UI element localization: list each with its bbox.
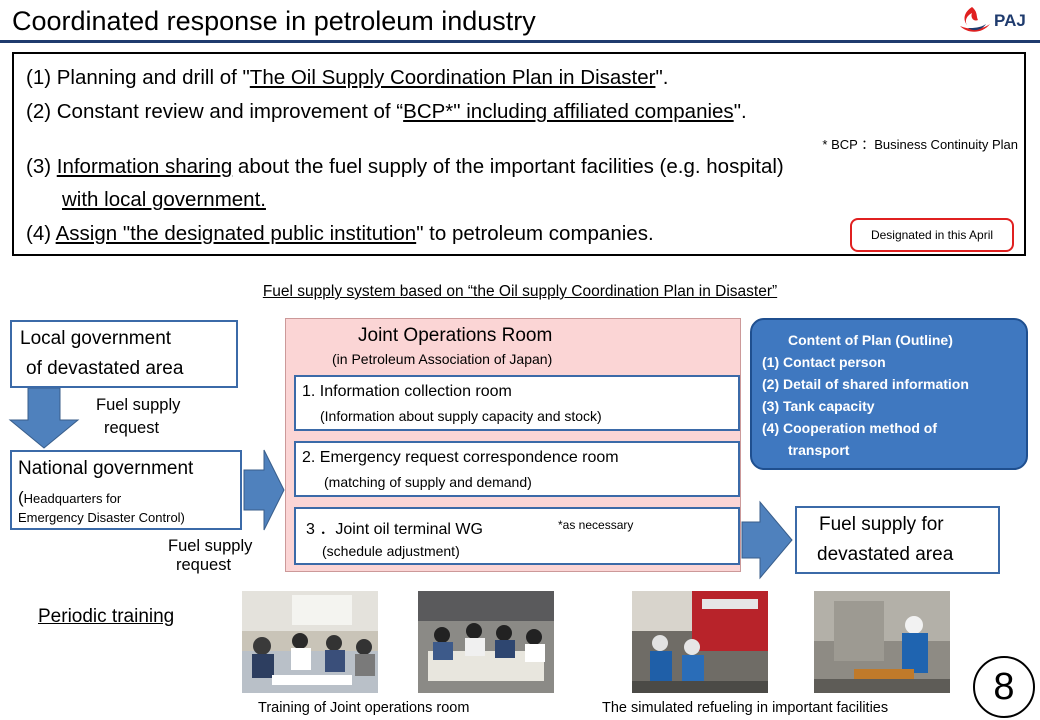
training-photo-1 bbox=[242, 591, 378, 693]
room1-sub: (Information about supply capacity and s… bbox=[320, 408, 602, 424]
room-emergency-request: 2. Emergency request correspondence room… bbox=[294, 441, 740, 497]
caption-training: Training of Joint operations room bbox=[258, 700, 470, 716]
policy-3-line2: with local government. bbox=[62, 188, 266, 211]
national-gov-paren: ( bbox=[18, 488, 24, 507]
title-divider bbox=[0, 40, 1040, 43]
fuel-area-line2: devastated area bbox=[817, 544, 954, 565]
policy-3-highlight: Information sharing bbox=[56, 155, 233, 178]
designated-badge: Designated in this April bbox=[850, 218, 1014, 252]
local-government-box: Local government of devastated area bbox=[10, 320, 238, 388]
national-government-box: National government (Headquarters for Em… bbox=[10, 450, 242, 530]
fuel-request-2-line1: Fuel supply bbox=[168, 537, 253, 555]
room3-note: *as necessary bbox=[558, 518, 634, 532]
fuel-request-1-line2: request bbox=[104, 419, 160, 437]
room2-title: 2. Emergency request correspondence room bbox=[302, 449, 619, 466]
arrow-right-jor-to-area bbox=[741, 500, 793, 580]
national-gov-line3: Emergency Disaster Control) bbox=[18, 510, 185, 525]
policy-2-suffix: ". bbox=[733, 100, 747, 123]
policy-4-suffix: " to petroleum companies. bbox=[416, 222, 654, 245]
national-gov-hq: Headquarters for bbox=[23, 491, 122, 506]
policy-3-suffix: about the fuel supply of the important f… bbox=[232, 155, 784, 178]
refueling-photo-2 bbox=[814, 591, 950, 693]
policy-1-highlight: The Oil Supply Coordination Plan in Disa… bbox=[249, 66, 656, 89]
national-gov-line2: (Headquarters for bbox=[18, 488, 121, 508]
policy-1: (1) Planning and drill of "The Oil Suppl… bbox=[26, 66, 668, 90]
room2-sub: (matching of supply and demand) bbox=[324, 474, 532, 490]
fuel-request-2-line2: request bbox=[176, 556, 232, 574]
room-joint-oil-terminal: 3 ．Joint oil terminal WG *as necessary (… bbox=[294, 507, 740, 565]
policy-3: (3) Information sharing about the fuel s… bbox=[26, 155, 784, 179]
room3-title: 3 ．Joint oil terminal WG bbox=[306, 521, 483, 538]
policy-box: (1) Planning and drill of "The Oil Suppl… bbox=[12, 52, 1026, 256]
paj-flame-icon bbox=[960, 7, 990, 32]
policy-4-highlight: Assign "the designated public institutio… bbox=[55, 222, 417, 245]
outline-title: Content of Plan (Outline) bbox=[788, 332, 953, 348]
training-photo-2 bbox=[418, 591, 554, 693]
local-gov-line1: Local government bbox=[20, 328, 172, 349]
paj-logo: PAJ bbox=[954, 4, 1032, 38]
joint-operations-room: Joint Operations Room (in Petroleum Asso… bbox=[285, 318, 741, 572]
refueling-photo-1 bbox=[632, 591, 768, 693]
page-title: Coordinated response in petroleum indust… bbox=[12, 6, 536, 36]
outline-item: (2) Detail of shared information bbox=[762, 376, 969, 392]
fuel-area-line1: Fuel supply for bbox=[819, 514, 944, 535]
bcp-footnote: * BCP ：Business Continuity Plan bbox=[822, 137, 1018, 152]
fuel-supply-area-box: Fuel supply for devastated area bbox=[795, 506, 1000, 574]
policy-1-prefix: (1) Planning and drill of " bbox=[26, 66, 250, 89]
fuel-request-1-line1: Fuel supply bbox=[96, 396, 181, 414]
periodic-training-label: Periodic training bbox=[38, 606, 175, 627]
local-gov-line2: of devastated area bbox=[26, 358, 184, 379]
diagram-subtitle: Fuel supply system based on “the Oil sup… bbox=[262, 283, 778, 300]
policy-4: (4) Assign "the designated public instit… bbox=[26, 222, 654, 246]
outline-item: (4) Cooperation method of bbox=[762, 420, 937, 436]
jor-subtitle: (in Petroleum Association of Japan) bbox=[332, 351, 553, 367]
policy-2: (2) Constant review and improvement of “… bbox=[26, 100, 747, 124]
jor-title: Joint Operations Room bbox=[358, 325, 553, 346]
policy-4-prefix: (4) bbox=[26, 222, 56, 245]
logo-text: PAJ bbox=[994, 11, 1026, 30]
arrow-down-local-to-national bbox=[8, 387, 80, 449]
page-number: 8 bbox=[973, 656, 1035, 718]
outline-item: (1) Contact person bbox=[762, 354, 886, 370]
outline-item: (3) Tank capacity bbox=[762, 398, 875, 414]
caption-refueling: The simulated refueling in important fac… bbox=[602, 700, 889, 716]
policy-1-suffix: ". bbox=[655, 66, 669, 89]
policy-3-prefix: (3) bbox=[26, 155, 57, 178]
national-gov-line1: National government bbox=[18, 458, 194, 479]
policy-2-prefix: (2) Constant review and improvement of “ bbox=[26, 100, 404, 123]
plan-outline-box: Content of Plan (Outline) (1) Contact pe… bbox=[750, 318, 1028, 470]
room1-title: 1. Information collection room bbox=[302, 383, 512, 400]
room3-sub: (schedule adjustment) bbox=[322, 543, 460, 559]
arrow-right-national-to-jor bbox=[243, 449, 285, 531]
outline-item: transport bbox=[788, 442, 850, 458]
room-information-collection: 1. Information collection room (Informat… bbox=[294, 375, 740, 431]
policy-2-highlight: BCP*" including affiliated companies bbox=[403, 100, 734, 123]
